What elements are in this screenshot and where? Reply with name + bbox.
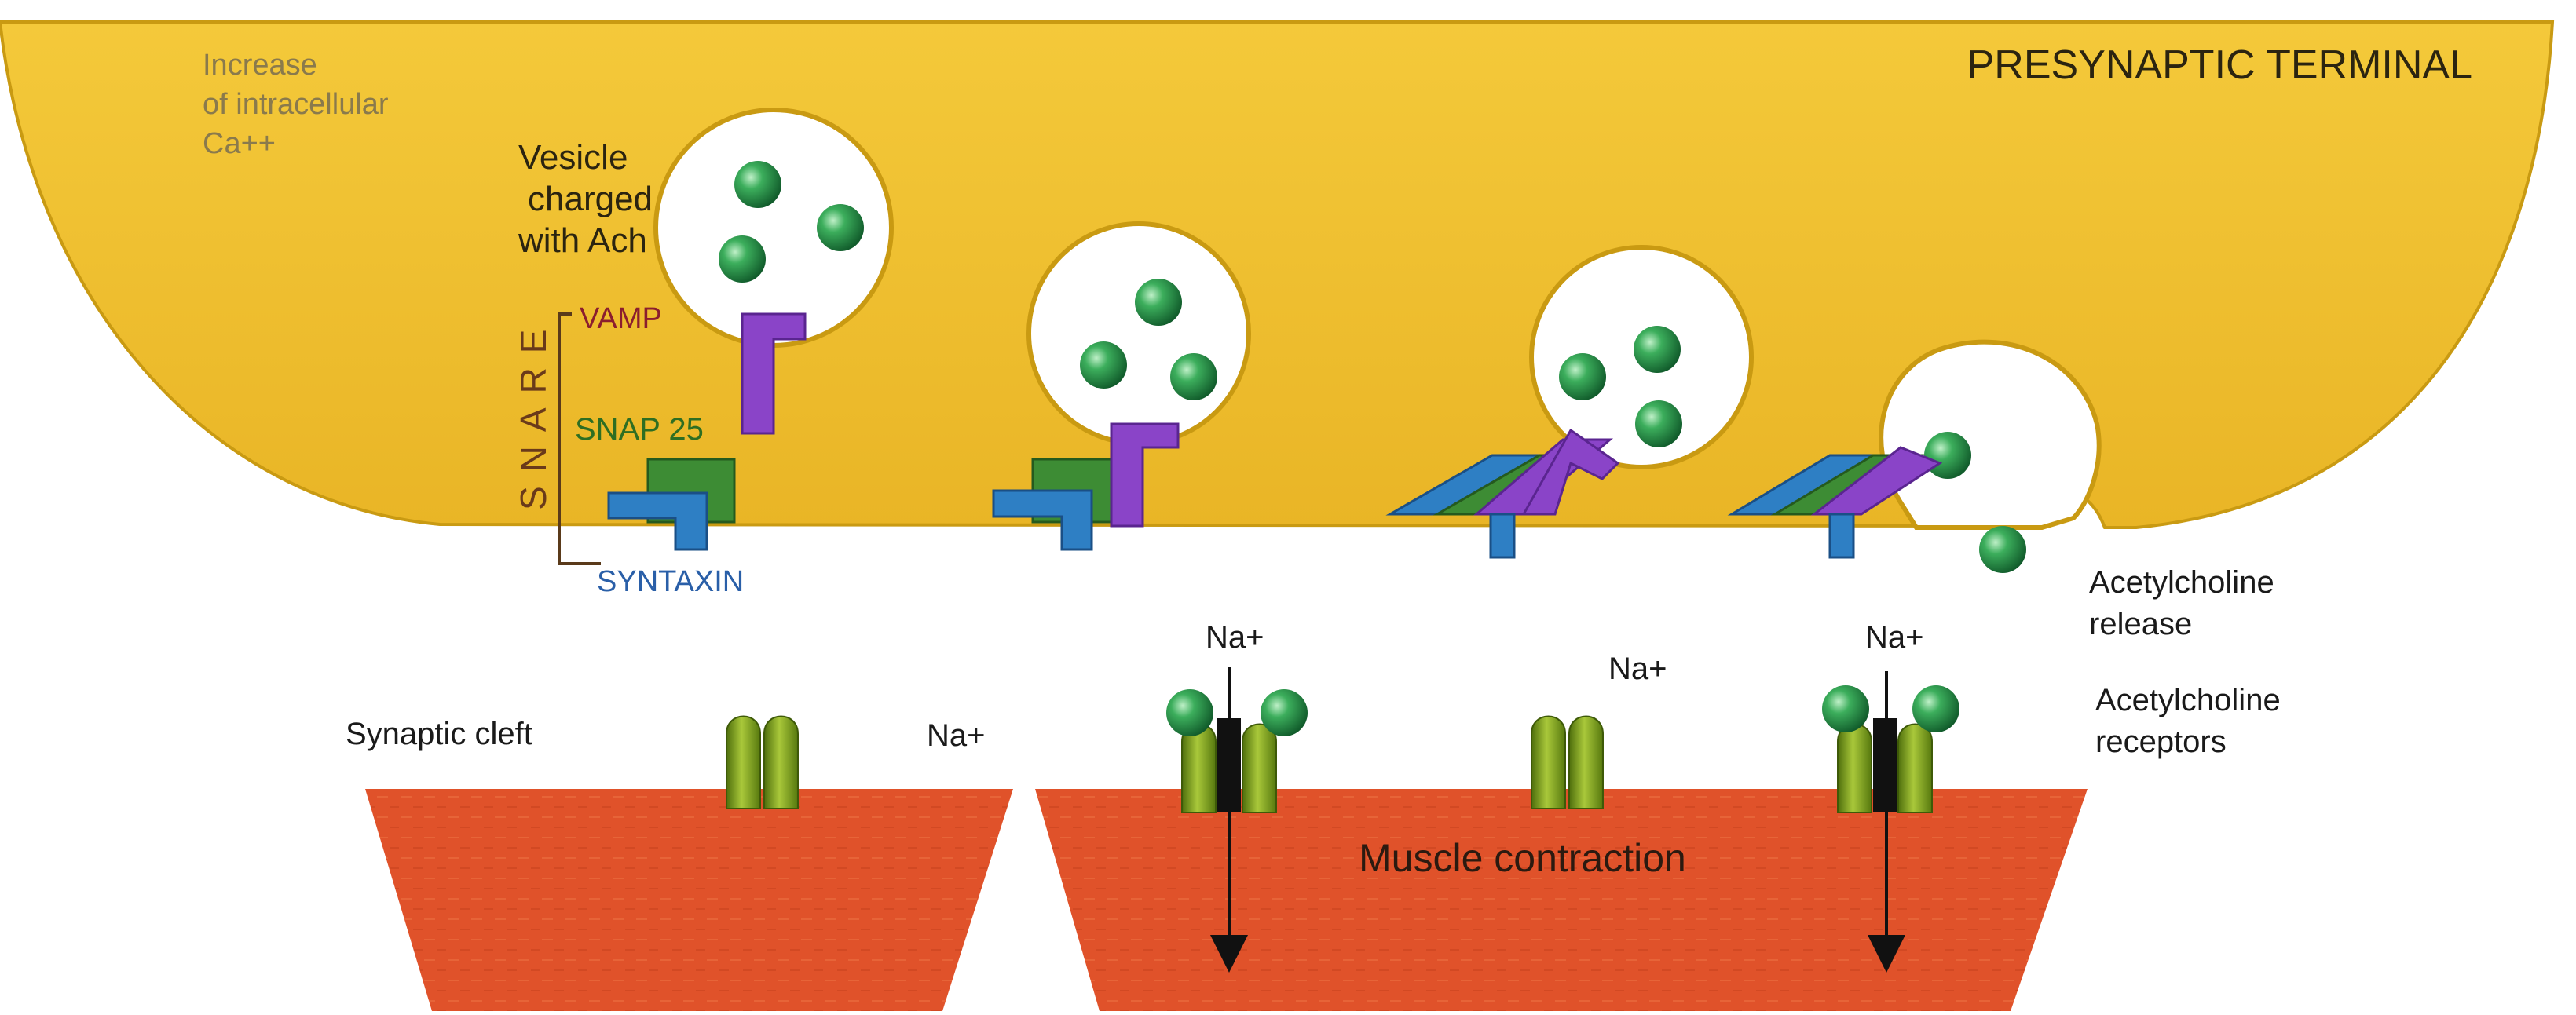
acetylcholine-molecule xyxy=(1261,689,1308,736)
muscle-block-right xyxy=(1035,789,2088,1011)
vesicle-label-line1: Vesicle xyxy=(518,138,628,177)
acetylcholine-molecule xyxy=(719,235,766,283)
syntaxin-protein xyxy=(607,491,708,551)
sodium-label-4: Na+ xyxy=(1865,620,1924,655)
acetylcholine-molecule xyxy=(1559,353,1606,400)
snare-bracket xyxy=(558,312,601,565)
acetylcholine-molecule xyxy=(817,204,864,251)
acetylcholine-molecule xyxy=(1924,432,1971,479)
sodium-label-1: Na+ xyxy=(927,718,986,753)
vesicle-label-line3: with Ach xyxy=(518,221,647,260)
acetylcholine-molecule xyxy=(734,161,781,208)
muscle-contraction-label: Muscle contraction xyxy=(1359,836,1686,880)
vesicle-2 xyxy=(1026,221,1251,446)
snare-complex-3 xyxy=(1385,428,1620,559)
acetylcholine-molecule xyxy=(1912,685,1959,732)
vamp-label: VAMP xyxy=(580,302,662,335)
snare-label: SNARE xyxy=(513,316,554,510)
sodium-label-3: Na+ xyxy=(1608,652,1667,686)
syntaxin-protein xyxy=(992,489,1093,551)
ach-receptors-label-line1: Acetylcholine xyxy=(2095,683,2281,717)
title-presynaptic-terminal: PRESYNAPTIC TERMINAL xyxy=(1967,42,2472,88)
ach-receptor-closed-2 xyxy=(1531,715,1604,809)
vesicle-label-line2: charged xyxy=(528,180,653,218)
vamp-protein xyxy=(741,312,807,435)
calcium-label-line1: Increase xyxy=(203,49,317,82)
ach-receptors-label-line2: receptors xyxy=(2095,725,2227,759)
vesicle-1 xyxy=(653,108,894,348)
acetylcholine-molecule xyxy=(1635,400,1682,447)
muscle-block-left xyxy=(365,789,1013,1011)
ach-receptor-closed-1 xyxy=(726,715,799,809)
synaptic-cleft-label: Synaptic cleft xyxy=(346,717,532,751)
syntaxin-label: SYNTAXIN xyxy=(597,565,744,598)
vamp-protein xyxy=(1110,422,1180,528)
vesicle-3 xyxy=(1529,245,1754,469)
acetylcholine-molecule xyxy=(1080,341,1127,389)
calcium-label-line3: Ca++ xyxy=(203,127,276,160)
snap25-label: SNAP 25 xyxy=(575,412,704,447)
ach-receptor-open-1 xyxy=(1166,689,1308,813)
acetylcholine-molecule xyxy=(1135,279,1182,326)
sodium-label-2: Na+ xyxy=(1206,620,1264,655)
calcium-label-line2: of intracellular xyxy=(203,88,389,121)
snare-complex-4 xyxy=(1727,446,1943,559)
acetylcholine-molecule xyxy=(1170,353,1217,400)
vesicle-4-fusing xyxy=(1879,339,2102,530)
acetylcholine-molecule xyxy=(1979,526,2026,573)
acetylcholine-molecule xyxy=(1634,326,1681,373)
acetylcholine-molecule xyxy=(1822,685,1869,732)
ach-release-label-line1: Acetylcholine xyxy=(2089,565,2274,600)
ach-release-label-line2: release xyxy=(2089,607,2192,641)
acetylcholine-molecule xyxy=(1166,689,1213,736)
